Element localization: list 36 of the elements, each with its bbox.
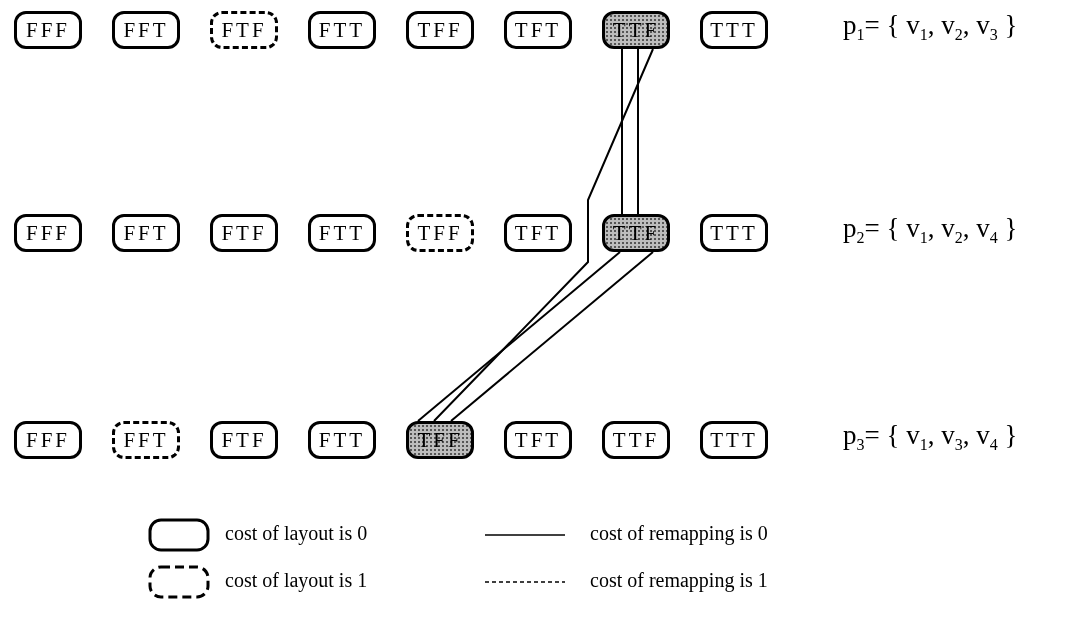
row-set-label: p$_{3}$= { v$_{1}$, v$_{3}$, v$_{4}$ } — [843, 420, 1018, 455]
state-box: FFF — [14, 11, 82, 49]
row-set-label: p$_{2}$= { v$_{1}$, v$_{2}$, v$_{4}$ } — [843, 213, 1018, 248]
legend-text: cost of layout is 1 — [225, 569, 368, 592]
legend-text: cost of layout is 0 — [225, 522, 368, 545]
state-box: FTT — [308, 421, 376, 459]
dashed-state-box: TFF — [406, 214, 474, 252]
state-box: TTF — [602, 421, 670, 459]
legend-text: cost of remapping is 0 — [590, 522, 768, 545]
state-box: FTT — [308, 214, 376, 252]
state-box: TTT — [700, 11, 768, 49]
shaded-state-box: TTF — [602, 214, 670, 252]
state-box: FTF — [210, 421, 278, 459]
connector-line — [417, 251, 621, 422]
connector-line — [637, 48, 639, 215]
state-box: FFF — [14, 421, 82, 459]
dashed-state-box: FFT — [112, 421, 180, 459]
legend-text: cost of remapping is 1 — [590, 569, 768, 592]
dashed-state-box: FTF — [210, 11, 278, 49]
state-box: FFT — [112, 11, 180, 49]
state-box: TFF — [406, 11, 474, 49]
row-set-label: p$_{1}$= { v$_{1}$, v$_{2}$, v$_{3}$ } — [843, 10, 1018, 45]
connector-line — [433, 48, 654, 422]
shaded-state-box: TFF — [406, 421, 474, 459]
state-box: FTF — [210, 214, 278, 252]
shaded-state-box: TTF — [602, 11, 670, 49]
state-box: TTT — [700, 421, 768, 459]
state-box: FFT — [112, 214, 180, 252]
state-box: TFT — [504, 11, 572, 49]
state-box: FTT — [308, 11, 376, 49]
state-box: TFT — [504, 214, 572, 252]
state-box: FFF — [14, 214, 82, 252]
state-box: TFT — [504, 421, 572, 459]
connector-line — [450, 251, 654, 422]
connector-line — [621, 48, 623, 215]
state-box: TTT — [700, 214, 768, 252]
